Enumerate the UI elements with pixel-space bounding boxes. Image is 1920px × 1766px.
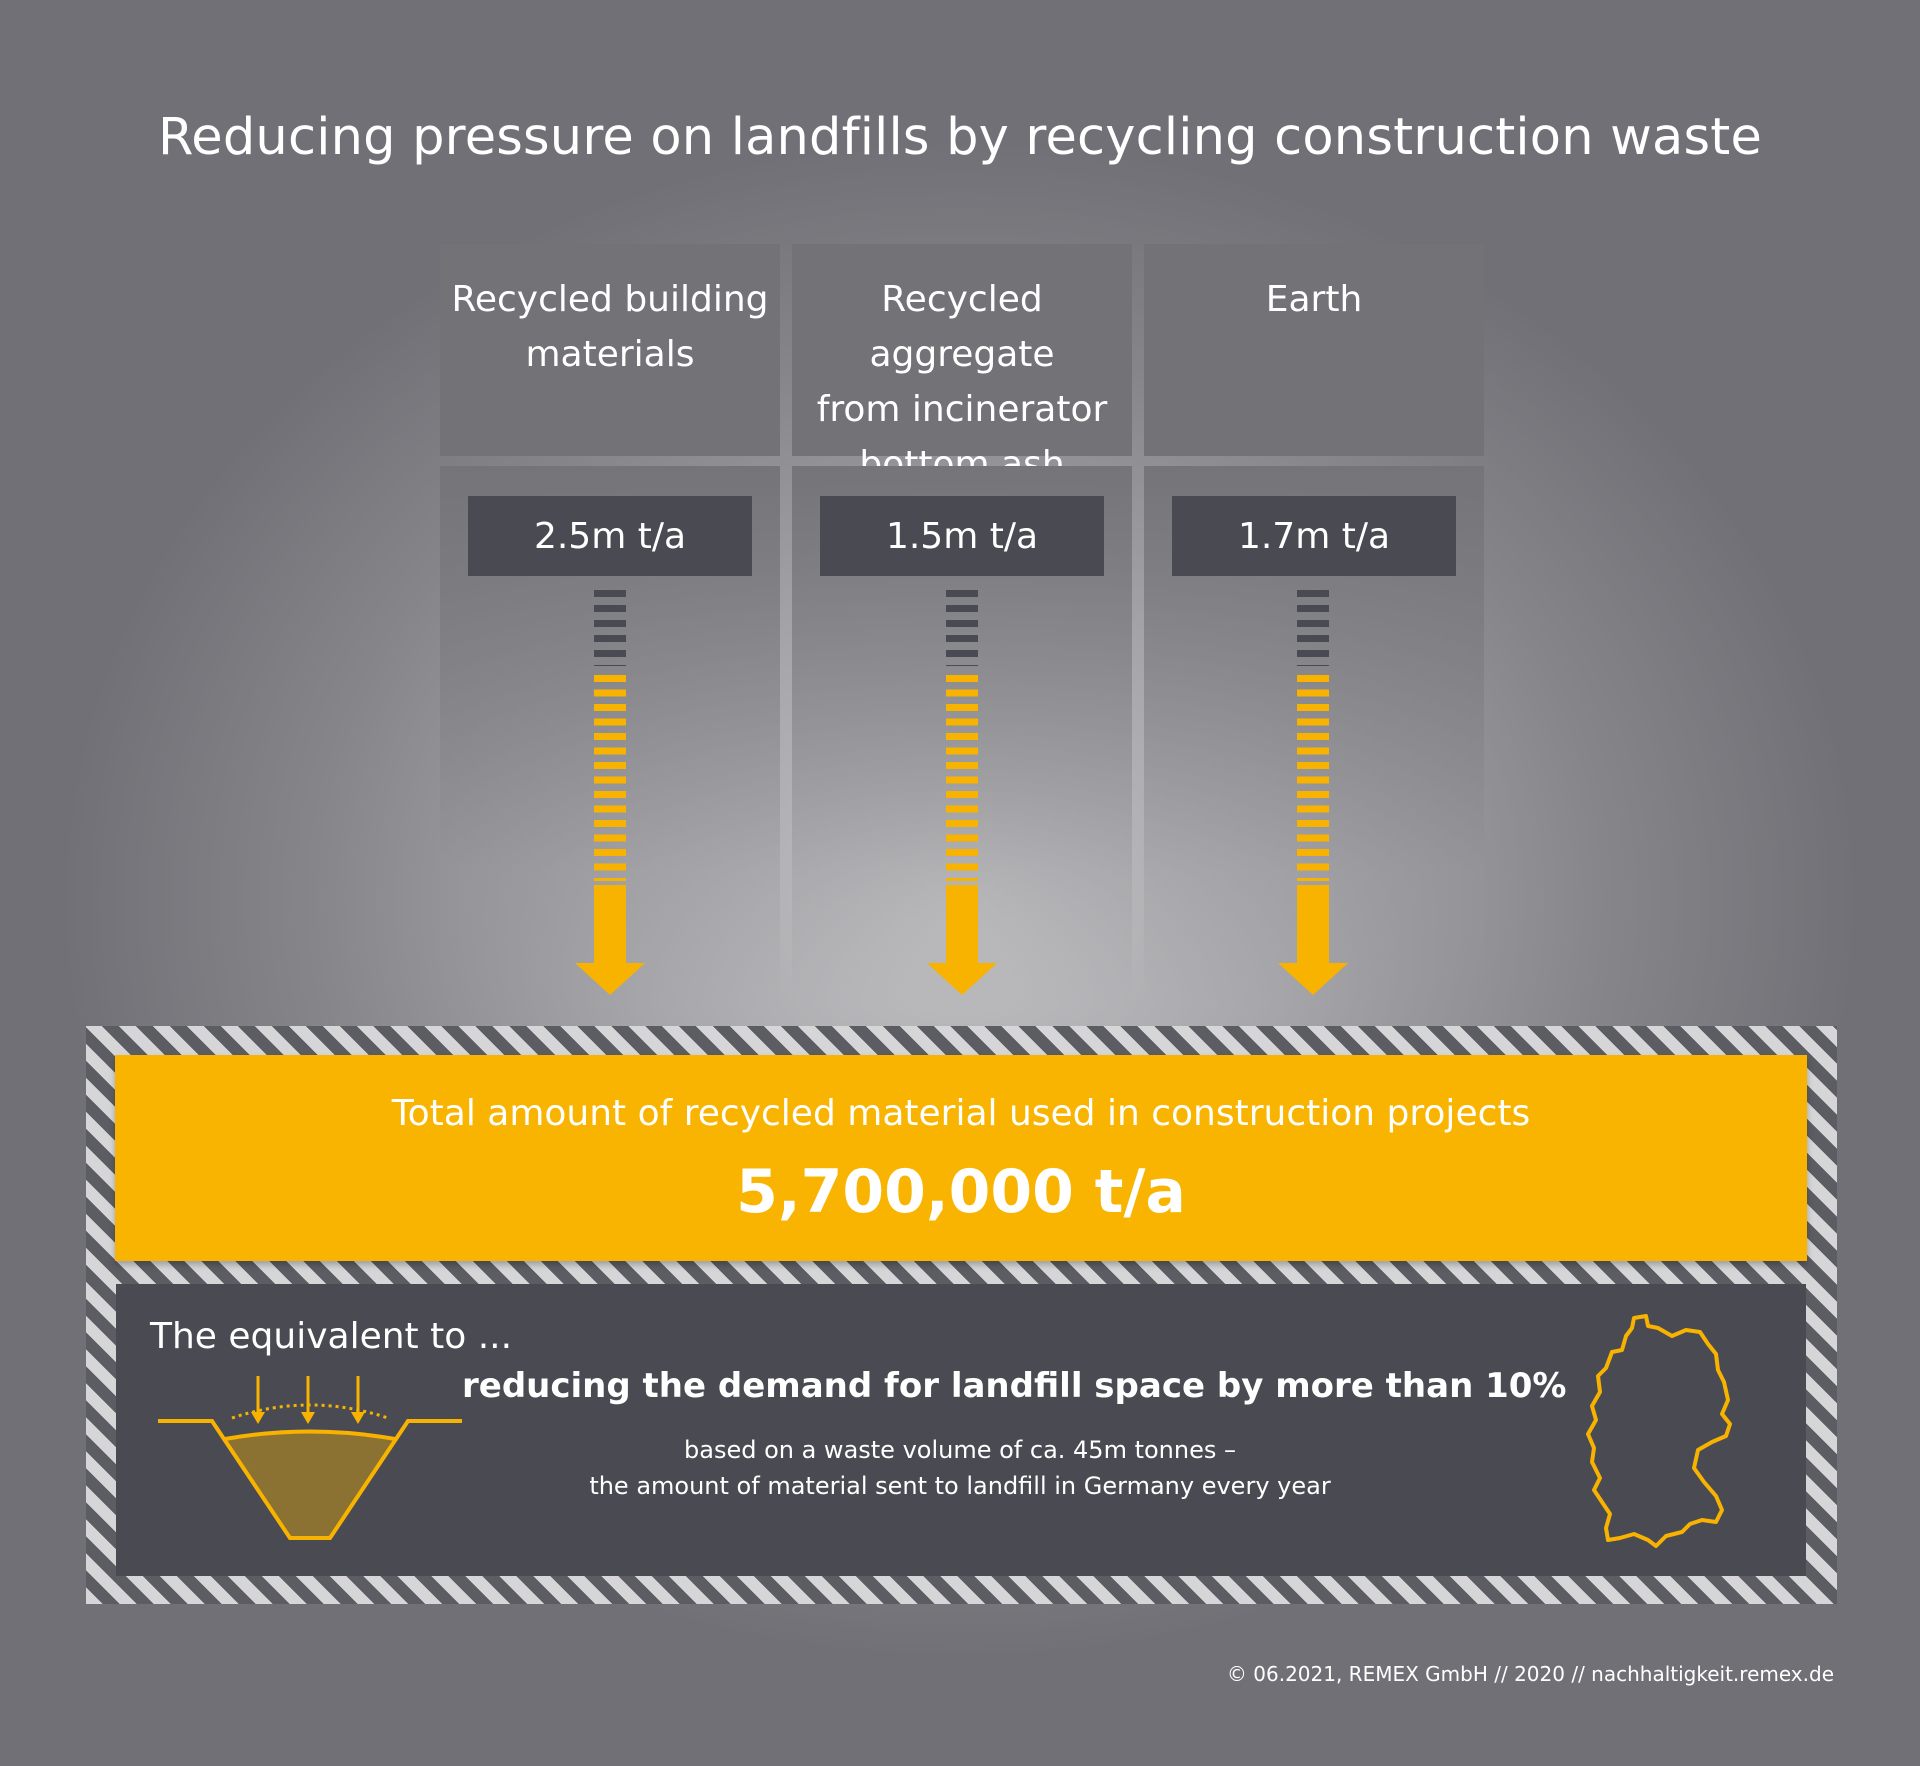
column-header-line: from incinerator — [816, 389, 1108, 430]
dark-dash-connector — [946, 590, 978, 666]
equivalent-lead: The equivalent to ... — [150, 1316, 513, 1357]
column-header-line: Earth — [1265, 279, 1363, 320]
equivalent-main-statement: reducing the demand for landfill space b… — [462, 1366, 1567, 1406]
column-header-recycled-building-materials: Recycled building materials — [440, 244, 780, 456]
dark-dash-connector — [594, 590, 626, 666]
column-header-line: materials — [525, 334, 695, 375]
total-label: Total amount of recycled material used i… — [391, 1093, 1531, 1134]
column-value: 1.5m t/a — [820, 496, 1104, 576]
arrow-down-icon — [927, 885, 997, 995]
total-value: 5,700,000 t/a — [736, 1157, 1186, 1227]
yellow-dash-connector — [1297, 675, 1329, 881]
yellow-dash-connector — [594, 675, 626, 881]
yellow-dash-connector — [946, 675, 978, 881]
equivalent-box — [116, 1284, 1806, 1576]
germany-map-icon — [1586, 1314, 1732, 1548]
column-header-earth: Earth — [1144, 244, 1484, 456]
equivalent-note-line: the amount of material sent to landfill … — [589, 1472, 1331, 1500]
column-header-incinerator-bottom-ash: Recycled aggregate from incinerator bott… — [792, 244, 1132, 485]
dark-dash-connector — [1297, 590, 1329, 666]
column-value: 1.7m t/a — [1172, 496, 1456, 576]
column-header-line: Recycled aggregate — [869, 279, 1055, 375]
equivalent-note: based on a waste volume of ca. 45m tonne… — [460, 1432, 1460, 1504]
page-title: Reducing pressure on landfills by recycl… — [157, 108, 1763, 167]
arrow-down-icon — [575, 885, 645, 995]
total-box: Total amount of recycled material used i… — [115, 1055, 1807, 1261]
landfill-icon — [158, 1376, 462, 1540]
copyright-footer: © 06.2021, REMEX GmbH // 2020 // nachhal… — [1226, 1662, 1834, 1686]
equivalent-note-line: based on a waste volume of ca. 45m tonne… — [684, 1436, 1236, 1464]
column-value: 2.5m t/a — [468, 496, 752, 576]
arrow-down-icon — [1278, 885, 1348, 995]
column-header-line: Recycled building — [451, 279, 769, 320]
